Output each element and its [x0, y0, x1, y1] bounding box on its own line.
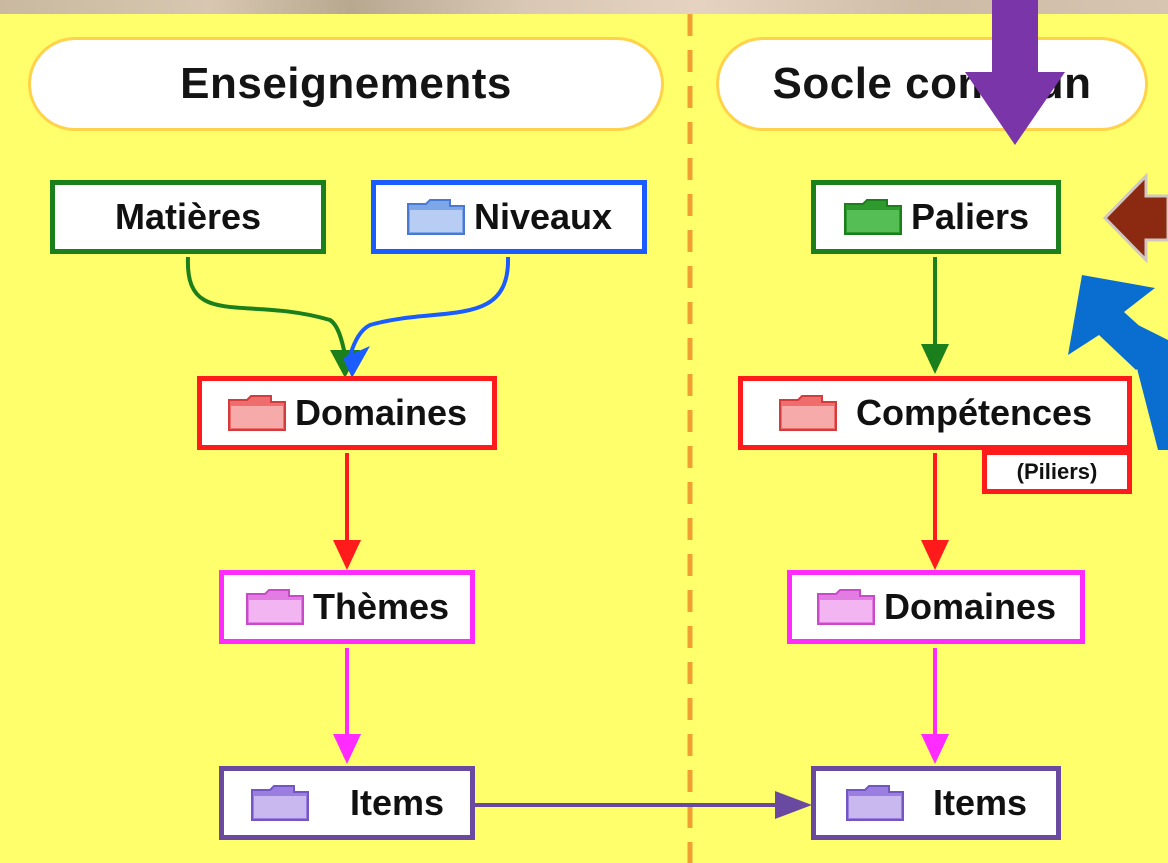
node-competences-label: Compétences: [855, 392, 1093, 433]
arrowhead-magenta-left: [333, 734, 361, 764]
arrow-matieres-domaines: [185, 256, 347, 356]
node-matieres[interactable]: Matières: [50, 180, 326, 254]
folder-magenta-icon: [816, 589, 875, 625]
node-domaines-left-label: Domaines: [294, 392, 468, 433]
node-items-left[interactable]: Items: [219, 766, 475, 840]
arrowhead-red-left: [333, 540, 361, 570]
folder-red-icon: [227, 395, 286, 431]
badge-piliers: (Piliers): [982, 450, 1132, 494]
folder-green-icon: [843, 199, 902, 235]
node-domaines-right[interactable]: Domaines: [787, 570, 1085, 644]
node-domaines-left[interactable]: Domaines: [197, 376, 497, 450]
node-paliers-label: Paliers: [910, 196, 1030, 237]
arrowhead-green-right: [921, 344, 949, 374]
folder-purple-icon: [845, 785, 904, 821]
node-niveaux-label: Niveaux: [473, 196, 613, 237]
arrow-niveaux-domaines: [348, 256, 511, 357]
arrowhead-magenta-right: [921, 734, 949, 764]
folder-red-icon: [778, 395, 837, 431]
node-items-left-label: Items: [349, 782, 445, 823]
header-socle-commun: Socle commun: [716, 37, 1148, 131]
folder-blue-icon: [406, 199, 465, 235]
folder-magenta-icon: [245, 589, 304, 625]
node-niveaux[interactable]: Niveaux: [371, 180, 647, 254]
arrowhead-red-right: [921, 540, 949, 570]
header-enseignements: Enseignements: [28, 37, 664, 131]
node-themes[interactable]: Thèmes: [219, 570, 475, 644]
arrowhead-purple: [775, 791, 812, 819]
badge-piliers-label: (Piliers): [1016, 459, 1098, 484]
node-matieres-label: Matières: [114, 196, 262, 237]
node-paliers[interactable]: Paliers: [811, 180, 1061, 254]
header-enseignements-label: Enseignements: [180, 59, 512, 108]
node-items-right[interactable]: Items: [811, 766, 1061, 840]
node-domaines-right-label: Domaines: [883, 586, 1057, 627]
node-items-right-label: Items: [932, 782, 1028, 823]
node-competences[interactable]: Compétences: [738, 376, 1132, 450]
background-strip: [0, 0, 1168, 14]
header-socle-commun-label: Socle commun: [772, 59, 1092, 108]
arrowhead-blue: [343, 346, 370, 378]
folder-purple-icon: [250, 785, 309, 821]
node-themes-label: Thèmes: [312, 586, 450, 627]
